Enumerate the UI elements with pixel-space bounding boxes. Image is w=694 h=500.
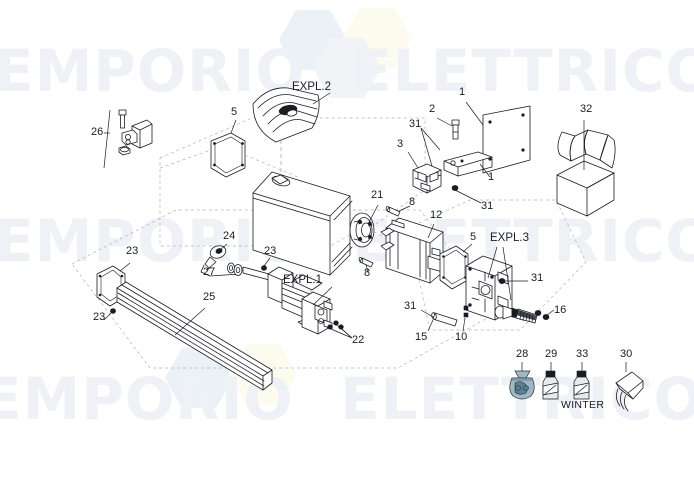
part-25-guide-rail [116,281,273,391]
part-30-cable-gland [615,362,644,412]
part-33-oil-bottle-winter [573,362,590,400]
part-31-nuts [420,127,555,332]
part-12-electric-motor [358,205,444,284]
part-16-screw-washer [534,309,555,320]
part-2-pivot-pin [436,117,460,140]
part-15-pin [420,309,458,332]
part-29-oil-bottle [542,362,559,400]
part-8-dowel-pin-lower [358,257,374,273]
part-28-grease-pack [509,362,535,400]
part-1-mounting-bar [443,151,493,178]
part-22-screw-set [327,320,353,339]
part-26-wall-bracket [103,109,153,169]
part-32-carton-box [556,120,616,217]
part-24-rod-eye [200,243,274,282]
part-1-mounting-plate [465,101,531,174]
part-5-front-gasket [159,119,301,179]
part-3-release-block [407,151,442,194]
assembly-boundary-lower [71,209,499,369]
part-23-screw-rod [261,257,271,271]
part-expl1-cylinder [267,266,333,335]
part-expl2-top-cover [252,87,331,172]
part-21-coupling-disc [329,204,393,248]
part-fitting-hose [494,305,538,324]
part-8-dowel-pin-upper [385,205,411,217]
part-10-screws [462,305,469,332]
assembly-boundary-right [407,199,587,331]
